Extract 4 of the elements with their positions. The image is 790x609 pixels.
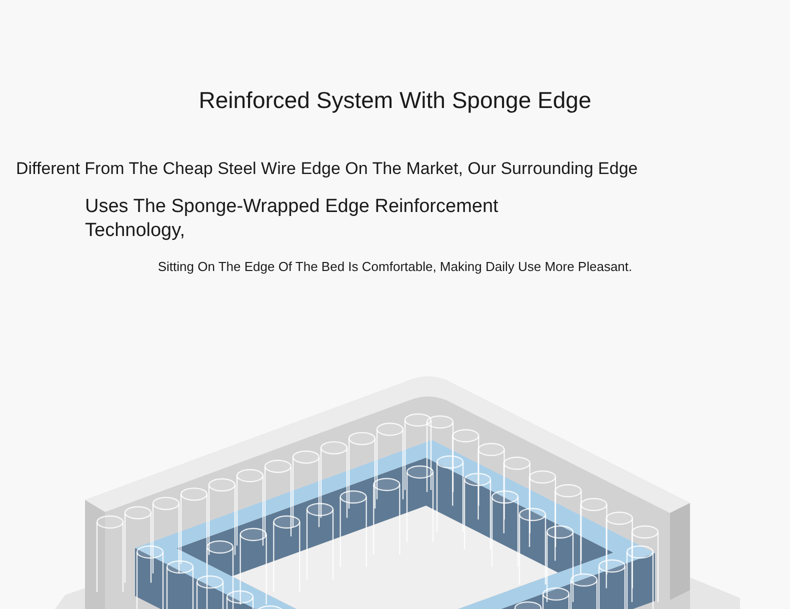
- description-text: Uses The Sponge-Wrapped Edge Reinforcement Technology,: [84, 195, 500, 243]
- title: Reinforced System With Sponge Edge: [198, 86, 592, 115]
- description-text: Sitting On The Edge Of The Bed Is Comfortable, Making Daily Use More Pleasant.: [156, 258, 634, 275]
- description-text: Different From The Cheap Steel Wire Edge On The Market, Our Surrounding Edge: [15, 158, 639, 180]
